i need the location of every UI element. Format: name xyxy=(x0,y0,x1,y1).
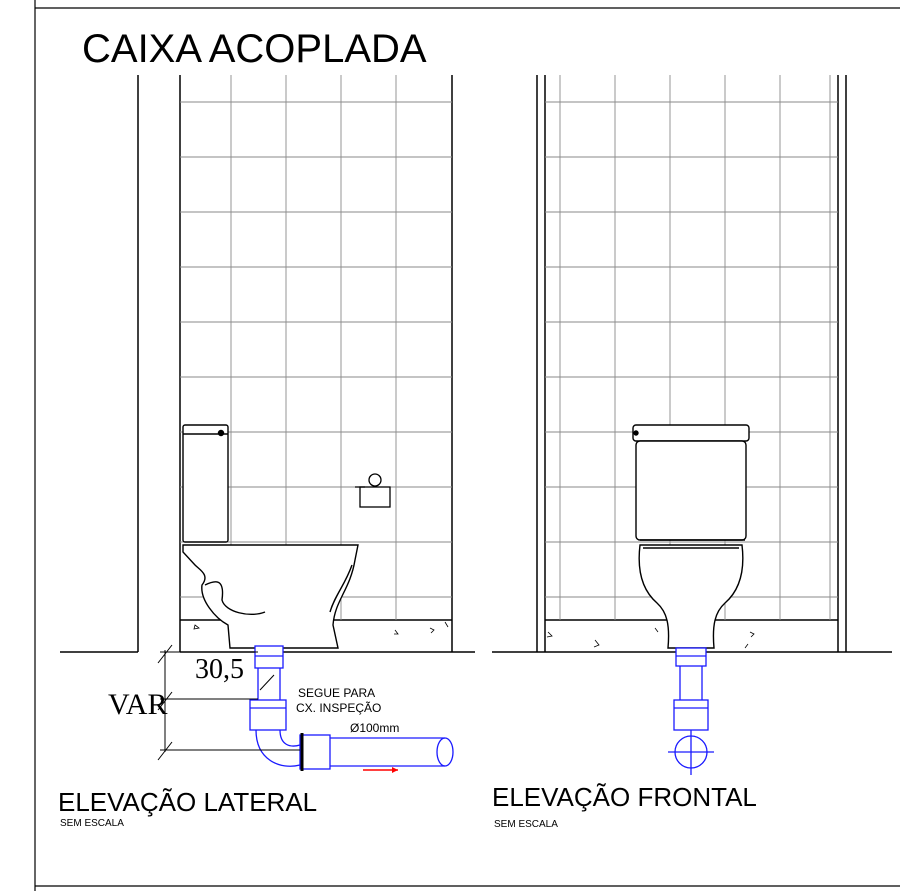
frontal-toilet-bowl xyxy=(638,544,744,649)
frontal-cistern xyxy=(632,424,750,541)
lateral-elevation-title: ELEVAÇÃO LATERAL xyxy=(58,787,317,817)
pipe-note-line2: CX. INSPEÇÃO xyxy=(296,701,381,715)
flow-arrow-head xyxy=(392,767,398,773)
lateral-floor-hatch xyxy=(193,621,449,635)
lateral-dimensions xyxy=(157,644,300,761)
dimension-height: 30,5 xyxy=(195,654,244,685)
lateral-drain-pipe xyxy=(249,645,454,770)
frontal-scale-note: SEM ESCALA xyxy=(494,819,558,830)
dimension-var: VAR xyxy=(108,688,167,721)
sheet-border xyxy=(34,0,900,891)
drawing-title: CAIXA ACOPLADA xyxy=(82,27,427,71)
frontal-floor-hatch xyxy=(546,627,755,649)
lateral-tile-grid xyxy=(180,75,452,620)
lateral-toilet-bowl xyxy=(182,544,359,649)
lateral-elevation: 30,5 VAR SEGUE PARA CX. INSPEÇÃO Ø100mm … xyxy=(58,75,475,829)
frontal-elevation: ELEVAÇÃO FRONTAL SEM ESCALA xyxy=(492,75,892,830)
frontal-drain-pipe xyxy=(668,647,714,775)
pipe-note-line1: SEGUE PARA xyxy=(298,686,375,700)
toilet-paper-holder-icon xyxy=(355,473,391,508)
lateral-scale-note: SEM ESCALA xyxy=(60,818,124,829)
pipe-diameter-label: Ø100mm xyxy=(350,721,399,735)
frontal-elevation-title: ELEVAÇÃO FRONTAL xyxy=(492,782,757,812)
lateral-cistern xyxy=(182,424,229,543)
